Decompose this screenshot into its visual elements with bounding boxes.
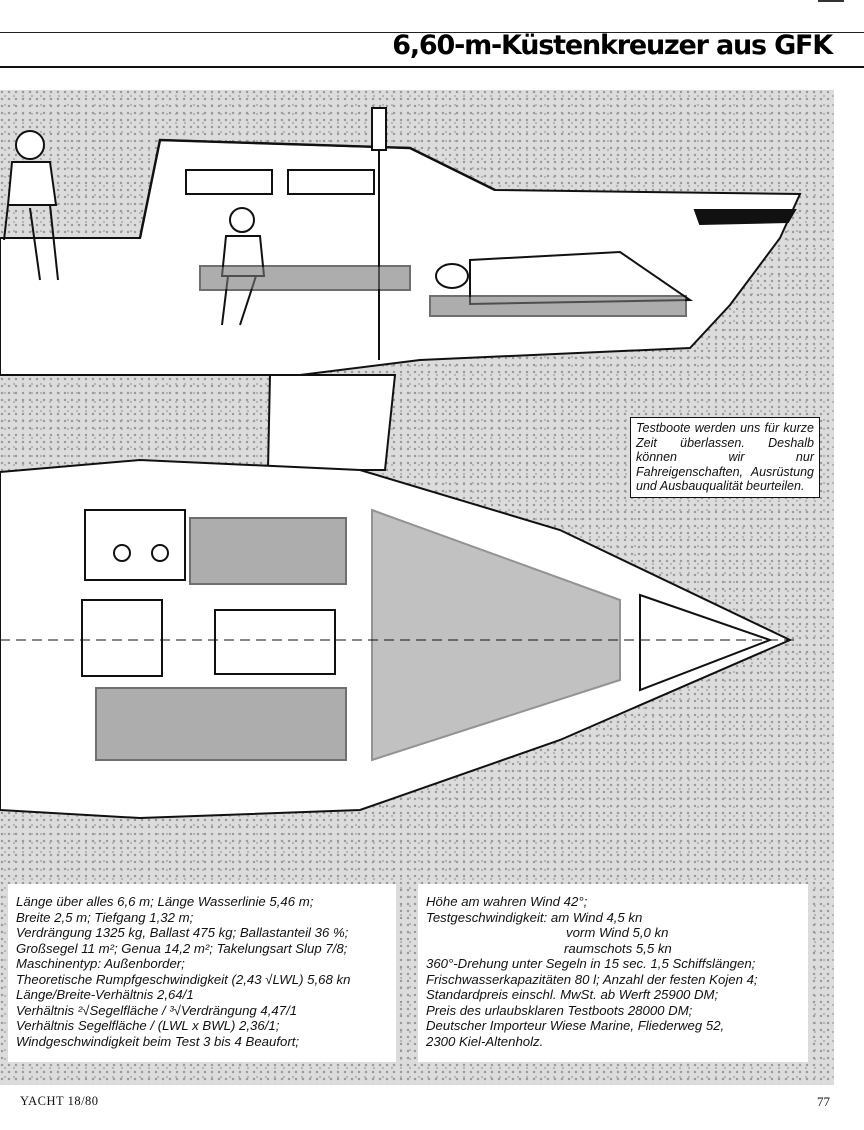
side-profile-hull xyxy=(0,138,802,376)
cabin-window-2 xyxy=(287,169,375,195)
mast-stub xyxy=(371,107,387,151)
plan-bow-locker xyxy=(639,593,773,692)
keel-fin xyxy=(266,374,397,471)
magazine-issue: YACHT 18/80 xyxy=(20,1094,99,1108)
top-rule xyxy=(0,32,864,33)
spec-line: Testgeschwindigkeit: am Wind 4,5 kn xyxy=(426,909,643,925)
test-notice-box: Testboote werden uns für kurze Zeit über… xyxy=(630,417,820,498)
spec-line: Windgeschwindigkeit beim Test 3 bis 4 Be… xyxy=(16,1033,300,1049)
corner-mark xyxy=(818,0,844,2)
page-number: 77 xyxy=(817,1094,830,1109)
side-berth xyxy=(199,265,411,291)
spec-line: 360°-Drehung unter Segeln in 15 sec. 1,5… xyxy=(426,956,756,971)
spec-line: Höhe am wahren Wind 42°; xyxy=(426,894,588,909)
spec-line: Länge/Breite-Verhältnis 2,64/1 xyxy=(16,987,194,1002)
spec-line: Großsegel 11 m²; Genua 14,2 m²; Takelung… xyxy=(16,940,348,956)
test-notice-text: Testboote werden uns für kurze Zeit über… xyxy=(636,421,814,493)
plan-table xyxy=(214,609,336,675)
page-title: 6,60-m-Küstenkreuzer aus GFK xyxy=(392,30,833,61)
spec-line: Maschinentyp: Außenborder; xyxy=(16,956,185,971)
spec-line: Theoretische Rumpfgeschwindigkeit (2,43 … xyxy=(16,971,351,987)
plan-forward-berth xyxy=(371,508,621,762)
sleeping-person-figure xyxy=(435,250,694,306)
spec-line: raumschots 5,5 kn xyxy=(564,940,672,956)
forward-berth-side xyxy=(429,295,687,317)
plan-galley xyxy=(84,509,186,581)
spec-line: Verhältnis ²√Segelfläche / ³√Verdrängung… xyxy=(16,1002,298,1018)
cabin-window-1 xyxy=(185,169,273,195)
bow-stripe xyxy=(693,209,797,226)
spec-line: Breite 2,5 m; Tiefgang 1,32 m; xyxy=(16,909,194,925)
spec-line: 2300 Kiel-Altenholz. xyxy=(426,1033,544,1049)
spec-line: Verhältnis Segelfläche / (LWL x BWL) 2,3… xyxy=(16,1018,280,1033)
plan-settee-upper xyxy=(189,517,347,585)
spec-line: Deutscher Importeur Wiese Marine, Fliede… xyxy=(426,1018,725,1033)
spec-line: Länge über alles 6,6 m; Länge Wasserlini… xyxy=(16,894,314,909)
spec-box-left: Länge über alles 6,6 m; Länge Wasserlini… xyxy=(8,884,396,1062)
spec-line: vorm Wind 5,0 kn xyxy=(566,925,669,940)
boat-illustration xyxy=(0,107,802,820)
seated-man-figure xyxy=(3,130,59,281)
spec-line: Standardpreis einschl. MwSt. ab Werft 25… xyxy=(426,987,719,1002)
spec-line: Frischwasserkapazitäten 80 l; Anzahl der… xyxy=(426,971,758,987)
title-rule xyxy=(0,66,864,68)
plan-settee-lower xyxy=(95,687,347,761)
plan-companionway xyxy=(81,599,163,677)
spec-box-right: Höhe am wahren Wind 42°; Testgeschwindig… xyxy=(418,884,808,1062)
cabin-roof xyxy=(138,138,496,239)
spec-line: Preis des urlaubsklaren Testboots 28000 … xyxy=(426,1002,693,1018)
spec-line: Verdrängung 1325 kg, Ballast 475 kg; Bal… xyxy=(16,925,349,940)
